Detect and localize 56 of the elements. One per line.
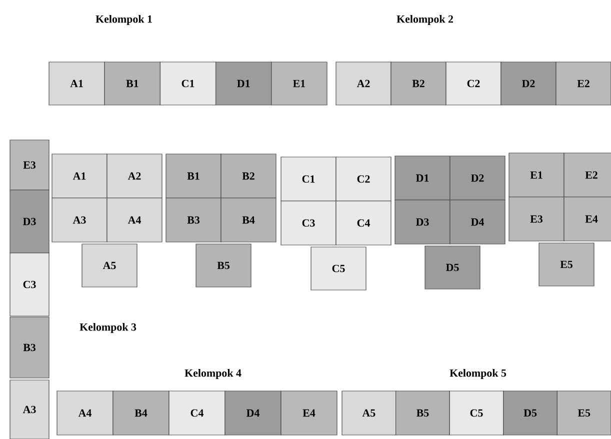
card: D5: [424, 246, 480, 290]
card: A2: [106, 154, 162, 198]
card: E5: [556, 390, 611, 436]
group-title: Kelompok 5: [450, 369, 506, 379]
card: B1: [166, 154, 222, 198]
card: D2: [500, 62, 556, 106]
card: A4: [106, 198, 162, 242]
card: B4: [220, 198, 276, 242]
card: E5: [538, 242, 594, 286]
card: C2: [336, 156, 392, 202]
card: B3: [10, 316, 50, 378]
card: D3: [10, 190, 50, 254]
card: B4: [112, 390, 170, 436]
node-label: E2: [585, 171, 598, 179]
card: D1: [394, 156, 450, 200]
card: D3: [394, 200, 450, 244]
card: E4: [564, 196, 611, 242]
card: E2: [556, 62, 611, 106]
card: A3: [52, 198, 108, 242]
card: C5: [310, 246, 366, 290]
card: D2: [450, 156, 506, 200]
card: E1: [508, 152, 564, 198]
card: B5: [396, 390, 450, 436]
card: B5: [196, 244, 252, 288]
card: A3: [10, 380, 50, 439]
card: A1: [52, 154, 108, 198]
card: E2: [564, 152, 611, 198]
card: D5: [503, 390, 558, 436]
card: C4: [168, 390, 226, 436]
card: C4: [336, 200, 392, 246]
card: E1: [271, 62, 328, 106]
group-title: Kelompok 1: [96, 15, 152, 25]
card: A5: [342, 390, 396, 436]
card: C5: [449, 390, 504, 436]
card: C3: [280, 200, 336, 246]
card: E3: [508, 196, 564, 242]
card: B3: [166, 198, 222, 242]
card: A4: [56, 390, 114, 436]
card: B1: [104, 62, 160, 106]
card: D4: [450, 200, 506, 244]
card: C2: [446, 62, 502, 106]
card: C1: [280, 156, 336, 202]
card: E4: [280, 390, 338, 436]
card: A2: [336, 62, 392, 106]
card: B2: [390, 62, 446, 106]
card: C1: [160, 62, 216, 106]
card: A5: [82, 244, 138, 288]
card: E3: [10, 140, 50, 190]
card: A1: [48, 62, 105, 106]
card: D4: [224, 390, 282, 436]
card: C3: [10, 252, 50, 316]
group-title: Kelompok 4: [184, 369, 242, 379]
card: B2: [220, 154, 276, 198]
card: D1: [216, 62, 272, 106]
group-title: Kelompok 2: [396, 15, 453, 25]
group-title: Kelompok 3: [80, 323, 136, 333]
